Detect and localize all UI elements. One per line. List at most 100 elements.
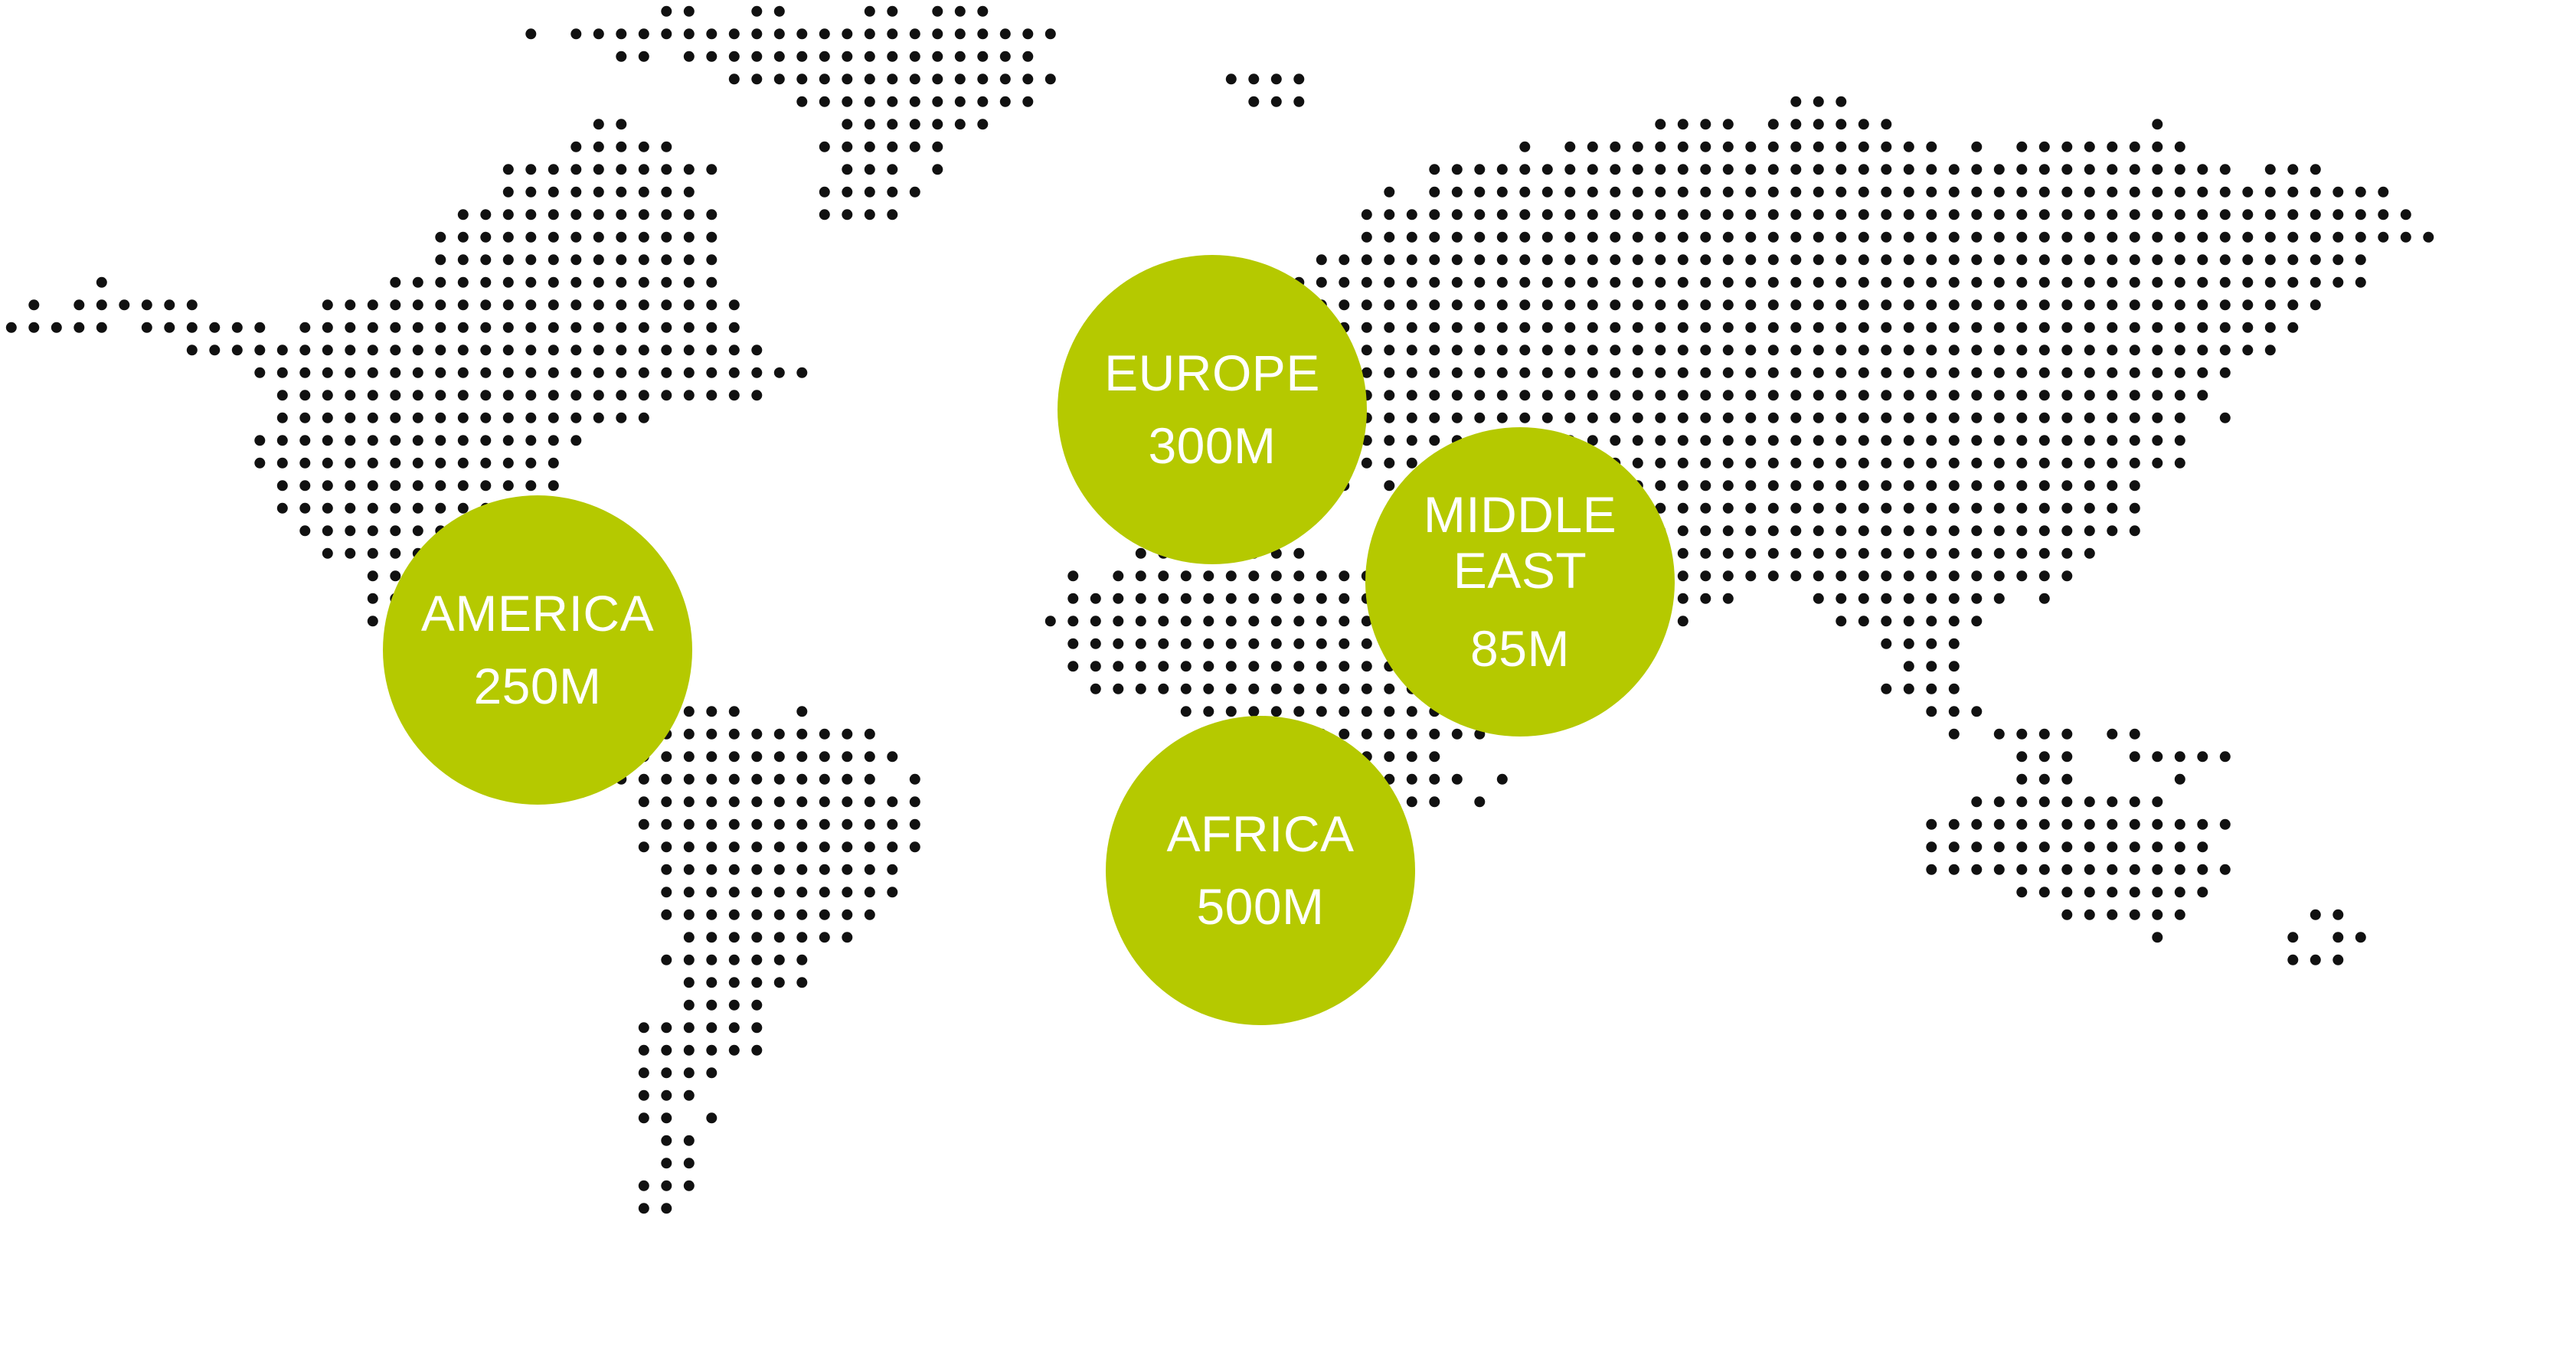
map-dot xyxy=(2287,322,2299,333)
map-dot xyxy=(2152,841,2163,853)
map-dot xyxy=(1384,457,1395,469)
map-dot xyxy=(796,28,808,40)
map-dot xyxy=(2084,412,2095,423)
region-value: 85M xyxy=(1470,620,1570,678)
map-dot xyxy=(683,751,695,763)
map-dot xyxy=(638,773,649,785)
map-dot xyxy=(1541,299,1553,311)
map-dot xyxy=(1971,231,1983,243)
map-dot xyxy=(1836,502,1847,514)
map-dot xyxy=(1948,276,1960,288)
map-dot xyxy=(2129,322,2140,333)
map-dot xyxy=(751,367,763,378)
map-dot xyxy=(887,5,898,17)
map-dot xyxy=(1067,570,1079,582)
map-dot xyxy=(2061,773,2073,785)
map-dot xyxy=(661,773,672,785)
map-dot xyxy=(706,254,718,266)
map-dot xyxy=(1926,254,1937,266)
map-dot xyxy=(2016,751,2028,763)
map-dot xyxy=(1993,299,2005,311)
map-dot xyxy=(1700,254,1711,266)
map-dot xyxy=(1248,593,1260,604)
map-dot xyxy=(1700,570,1711,582)
map-dot xyxy=(2084,390,2095,401)
map-dot xyxy=(1677,209,1688,220)
map-dot xyxy=(706,276,718,288)
map-dot xyxy=(502,480,514,492)
map-dot xyxy=(1406,231,1417,243)
map-dot xyxy=(1067,593,1079,604)
map-dot xyxy=(1384,299,1395,311)
map-dot xyxy=(322,547,333,559)
map-dot xyxy=(1700,231,1711,243)
map-dot xyxy=(276,502,288,514)
map-dot xyxy=(1767,209,1779,220)
map-dot xyxy=(1722,547,1734,559)
map-dot xyxy=(1948,345,1960,356)
map-dot xyxy=(977,73,989,85)
map-dot xyxy=(1903,276,1914,288)
map-dot xyxy=(2016,209,2028,220)
map-dot xyxy=(661,954,672,965)
map-dot xyxy=(2016,841,2028,853)
map-dot xyxy=(706,390,718,401)
map-dot xyxy=(638,818,649,830)
map-dot xyxy=(1790,435,1802,446)
map-dot xyxy=(1971,480,1983,492)
map-dot xyxy=(525,231,537,243)
map-dot xyxy=(683,887,695,898)
map-dot xyxy=(2084,502,2095,514)
map-dot xyxy=(1926,209,1937,220)
map-dot xyxy=(1610,412,1621,423)
map-dot xyxy=(1632,367,1643,378)
map-dot xyxy=(1926,683,1937,694)
map-dot xyxy=(1745,390,1757,401)
map-dot xyxy=(1361,209,1372,220)
map-dot xyxy=(2061,525,2073,537)
map-dot xyxy=(2016,164,2028,175)
map-dot xyxy=(2038,751,2050,763)
map-dot xyxy=(2355,276,2366,288)
map-dot xyxy=(570,276,582,288)
map-dot xyxy=(638,231,649,243)
map-dot xyxy=(706,864,718,875)
map-dot xyxy=(1858,502,1869,514)
map-dot xyxy=(683,367,695,378)
map-dot xyxy=(1406,796,1417,808)
map-dot xyxy=(1948,616,1960,627)
map-dot xyxy=(2287,254,2299,266)
map-dot xyxy=(141,299,152,311)
map-dot xyxy=(954,73,966,85)
map-dot xyxy=(842,728,853,740)
map-dot xyxy=(728,796,740,808)
map-dot xyxy=(480,231,492,243)
map-dot xyxy=(887,796,898,808)
map-dot xyxy=(367,299,378,311)
map-dot xyxy=(1903,390,1914,401)
map-dot xyxy=(2107,345,2118,356)
map-dot xyxy=(1700,390,1711,401)
map-dot xyxy=(2378,209,2389,220)
map-dot xyxy=(1541,276,1553,288)
map-dot xyxy=(706,841,718,853)
map-dot xyxy=(1316,593,1327,604)
map-dot xyxy=(1767,322,1779,333)
map-dot xyxy=(525,299,537,311)
map-dot xyxy=(661,367,672,378)
map-dot xyxy=(864,5,875,17)
map-dot xyxy=(390,570,401,582)
map-dot xyxy=(1429,254,1440,266)
map-dot xyxy=(1971,435,1983,446)
map-dot xyxy=(638,345,649,356)
map-dot xyxy=(548,276,559,288)
map-dot xyxy=(593,345,604,356)
map-dot xyxy=(887,818,898,830)
map-dot xyxy=(2219,299,2231,311)
map-dot xyxy=(661,254,672,266)
map-dot xyxy=(728,367,740,378)
map-dot xyxy=(1451,186,1463,198)
map-dot xyxy=(1745,502,1757,514)
map-dot xyxy=(1339,276,1350,288)
map-dot xyxy=(2016,322,2028,333)
